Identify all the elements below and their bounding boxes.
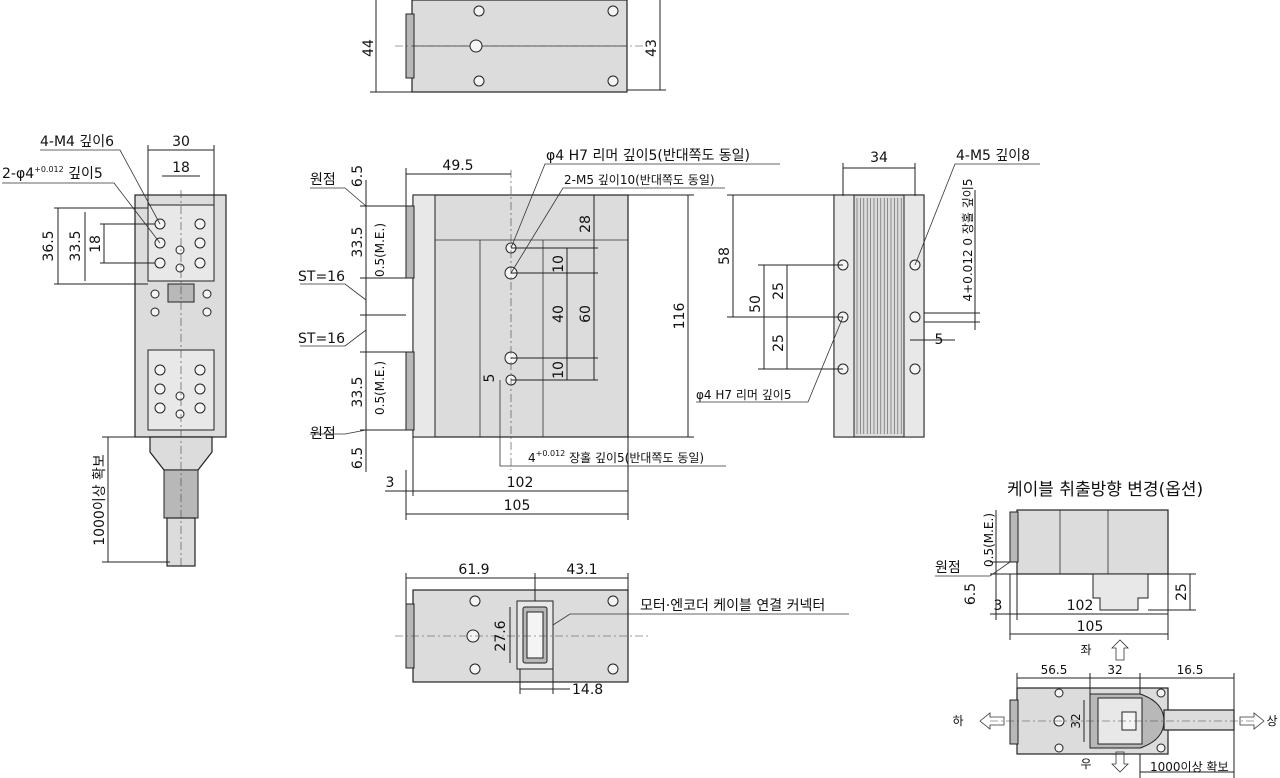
dim-30: 30 [172,134,190,150]
dim-40: 40 [551,305,567,323]
dim-5-right: 5 [935,332,944,348]
dir-label-down: 하 [952,714,963,728]
dim-25-bottom: 25 [771,334,787,352]
label-pin-tol: +0.012 [34,165,64,174]
dim-16-5: 16.5 [1177,663,1204,677]
label-reamer-front: φ4 H7 리머 깊이5(반대쪽도 동일) [546,148,750,164]
dir-label-right: 우 [1080,757,1091,771]
dim-32-side: 32 [1069,713,1083,728]
label-m4: 4-M4 깊이6 [40,134,114,150]
dim-14-8: 14.8 [572,682,603,698]
dim-6-5-option: 6.5 [963,583,979,605]
front-view [300,163,780,520]
dim-cable-option: 1000이상 확보 [1150,760,1229,774]
top-view [370,0,666,93]
dim-102-option: 102 [1067,598,1094,614]
dim-33-5-top: 33.5 [350,226,366,257]
dim-44: 44 [361,39,377,57]
label-origin-top: 원점 [310,172,336,188]
label-slot-right: 4+0.012 0 장홀 깊이5 [961,179,975,302]
dim-me-bottom: 0.5(M.E.) [373,361,387,415]
label-slot-front: 4+0.012 장홀 깊이5(반대쪽도 동일) [528,449,704,465]
dim-33-5-bottom: 33.5 [350,376,366,407]
dim-3-option: 3 [994,598,1003,614]
dim-58: 58 [717,247,733,265]
label-origin-option: 원점 [935,560,961,576]
side-view [2,145,227,568]
dim-60: 60 [578,305,594,323]
label-connector: 모터·엔코더 케이블 연결 커넥터 [640,598,825,614]
dim-105-front: 105 [504,498,531,514]
right-view [696,163,1040,438]
dim-cable-length: 1000이상 확보 [92,454,108,546]
label-origin-bottom: 원점 [310,426,336,442]
dim-36-5: 36.5 [41,230,57,261]
cable-option [935,509,1265,778]
dim-105-option: 105 [1077,619,1104,635]
dim-27-6: 27.6 [493,620,509,651]
cable-option-title: 케이블 취출방향 변경(옵션) [1007,480,1203,500]
dim-18-top: 18 [172,160,190,176]
dim-10-top: 10 [551,255,567,273]
dim-5-front: 5 [482,374,498,383]
label-pin-prefix: 2-φ4 [2,166,34,182]
label-st-2: ST=16 [298,331,345,347]
dim-43-1: 43.1 [566,562,597,578]
dim-43: 43 [644,39,660,57]
dir-label-up: 상 [1266,714,1277,728]
dir-label-left: 좌 [1080,643,1091,657]
label-slot-tol: +0.012 [536,449,566,458]
dim-6-5-top: 6.5 [350,165,366,187]
dim-28: 28 [578,215,594,233]
label-m5-front: 2-M5 깊이10(반대쪽도 동일) [564,173,715,187]
label-reamer-right: φ4 H7 리머 깊이5 [696,388,791,402]
dim-116: 116 [672,303,688,330]
dim-61-9: 61.9 [458,562,489,578]
dim-3-front: 3 [386,475,395,491]
dim-6-5-bottom: 6.5 [350,447,366,469]
dim-32-top: 32 [1107,663,1122,677]
label-m5-right: 4-M5 깊이8 [956,148,1030,164]
dim-56-5: 56.5 [1041,663,1068,677]
label-st-1: ST=16 [298,269,345,285]
dim-50: 50 [748,295,764,313]
dim-102-front: 102 [507,475,534,491]
label-slot-prefix: 4 [528,451,536,465]
label-pin-suffix: 깊이5 [64,166,103,182]
dim-49-5: 49.5 [442,158,473,174]
dim-10-bottom: 10 [551,361,567,379]
dim-18-side: 18 [88,235,104,253]
dim-25-top: 25 [771,282,787,300]
dim-34: 34 [870,150,888,166]
dim-25-option: 25 [1174,583,1190,601]
dim-me-top: 0.5(M.E.) [373,223,387,277]
bottom-view [395,573,849,694]
label-pin: 2-φ4+0.012 깊이5 [2,165,103,182]
label-slot-suffix: 장홀 깊이5(반대쪽도 동일) [565,451,704,465]
dim-33-5: 33.5 [68,230,84,261]
dim-me-option: 0.5(M.E.) [982,513,996,567]
